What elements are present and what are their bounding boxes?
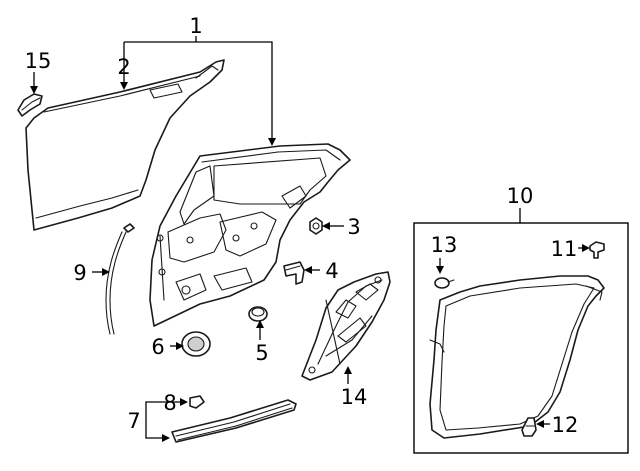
- part-5-plug: [248, 306, 268, 322]
- leader-1: [124, 41, 273, 140]
- part-7-belt-moulding: [171, 399, 297, 443]
- part-9-door-cable: [105, 223, 135, 335]
- callout-7: 7: [127, 409, 140, 433]
- part-12-retainer: [521, 417, 537, 437]
- callout-5: 5: [255, 341, 268, 365]
- arrowhead-1: [268, 138, 276, 146]
- weatherstrip-group-box: [413, 222, 629, 454]
- callout-14: 14: [341, 385, 368, 409]
- part-4-bracket: [283, 261, 305, 285]
- callout-4: 4: [325, 259, 338, 283]
- callout-15: 15: [25, 49, 52, 73]
- callout-3: 3: [347, 215, 360, 239]
- callout-9: 9: [73, 261, 86, 285]
- callout-13: 13: [431, 233, 458, 257]
- callout-12: 12: [552, 413, 579, 437]
- part-6-grommet: [181, 331, 211, 357]
- part-11-screw: [589, 241, 605, 259]
- callout-8: 8: [163, 391, 176, 415]
- arrowhead-7: [162, 434, 170, 442]
- callout-10: 10: [507, 184, 534, 208]
- arrowhead-13: [436, 266, 444, 274]
- arrowhead-5: [256, 320, 264, 328]
- arrowhead-9: [102, 268, 110, 276]
- part-8-clip: [189, 395, 205, 409]
- arrowhead-12: [536, 420, 544, 428]
- callout-6: 6: [151, 335, 164, 359]
- part-3-bolt: [309, 217, 323, 235]
- arrowhead-15: [30, 86, 38, 94]
- arrowhead-11: [582, 244, 590, 252]
- part-1-door-shell: [149, 143, 351, 327]
- arrowhead-3: [322, 222, 330, 230]
- callout-1: 1: [189, 14, 202, 38]
- part-14-window-regulator: [301, 271, 391, 381]
- arrowhead-8: [180, 398, 188, 406]
- part-2-outer-panel: [25, 59, 225, 231]
- arrowhead-14: [344, 366, 352, 374]
- leader-8: [145, 401, 182, 420]
- arrowhead-6: [176, 342, 184, 350]
- callout-11: 11: [551, 237, 578, 261]
- arrowhead-2: [120, 82, 128, 90]
- part-10-weatherstrip: [429, 275, 605, 439]
- arrowhead-4: [304, 266, 312, 274]
- part-13-push-clip: [434, 277, 455, 289]
- leader-7: [145, 420, 164, 439]
- part-15-trim-clip: [17, 93, 43, 117]
- callout-2: 2: [117, 55, 130, 79]
